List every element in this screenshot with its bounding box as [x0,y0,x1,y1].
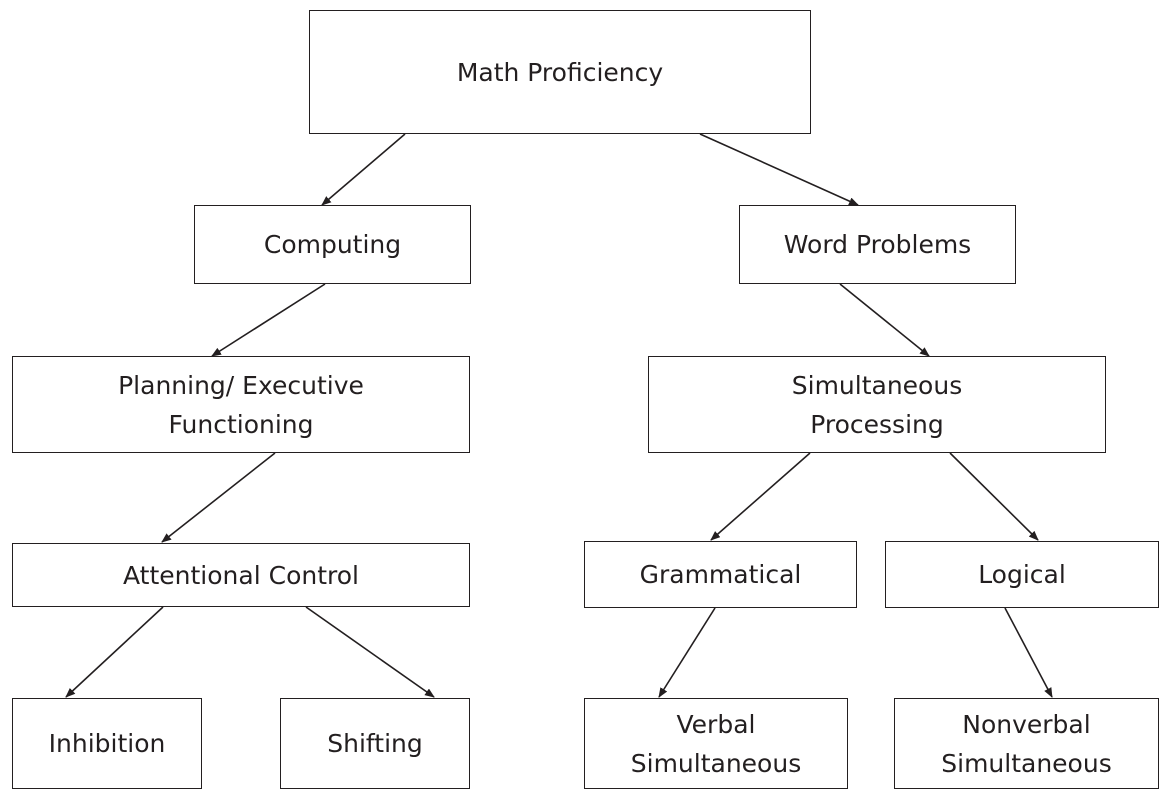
node-line: Planning/ Executive [118,370,364,400]
node-computing: Computing [194,205,471,284]
edge-simultaneous-to-logical [949,452,1039,541]
node-line: Math Proficiency [456,57,664,87]
node-line: Attentional Control [123,560,359,590]
edge-attentional-to-inhibition [65,606,164,698]
node-line: Nonverbal [962,709,1091,739]
node-attentional-control: Attentional Control [12,543,470,607]
edge-math-proficiency-to-computing [321,133,406,206]
node-line: Logical [978,560,1066,589]
node-line: Word Problems [783,230,972,259]
node-line: Inhibition [48,729,166,758]
node-line: Simultaneous [941,748,1112,778]
node-planning-executive-functioning: Planning/ Executive Functioning [12,356,470,453]
node-logical: Logical [885,541,1159,608]
node-line: Simultaneous [791,370,963,400]
node-line: Processing [810,409,944,439]
node-shifting: Shifting [280,698,470,789]
edge-simultaneous-to-grammatical [710,452,811,541]
node-verbal-simultaneous: Verbal Simultaneous [584,698,848,789]
node-inhibition: Inhibition [12,698,202,789]
node-line: Verbal [676,709,756,739]
edge-word-problems-to-simultaneous [839,283,930,357]
edge-math-proficiency-to-word-problems [699,133,859,206]
node-math-proficiency: Math Proficiency [309,10,811,134]
edge-grammatical-to-verbal [658,607,716,698]
node-line: Shifting [327,729,423,758]
edge-computing-to-planning [211,283,326,357]
node-word-problems: Word Problems [739,205,1016,284]
node-line: Computing [263,230,402,259]
node-grammatical: Grammatical [584,541,857,608]
node-line: Functioning [168,409,314,439]
edge-logical-to-nonverbal [1004,607,1053,698]
node-line: Simultaneous [630,748,802,778]
node-line: Grammatical [639,560,802,589]
edge-planning-to-attentional [161,452,276,543]
node-simultaneous-processing: Simultaneous Processing [648,356,1106,453]
node-nonverbal-simultaneous: Nonverbal Simultaneous [894,698,1159,789]
edge-attentional-to-shifting [305,606,435,698]
